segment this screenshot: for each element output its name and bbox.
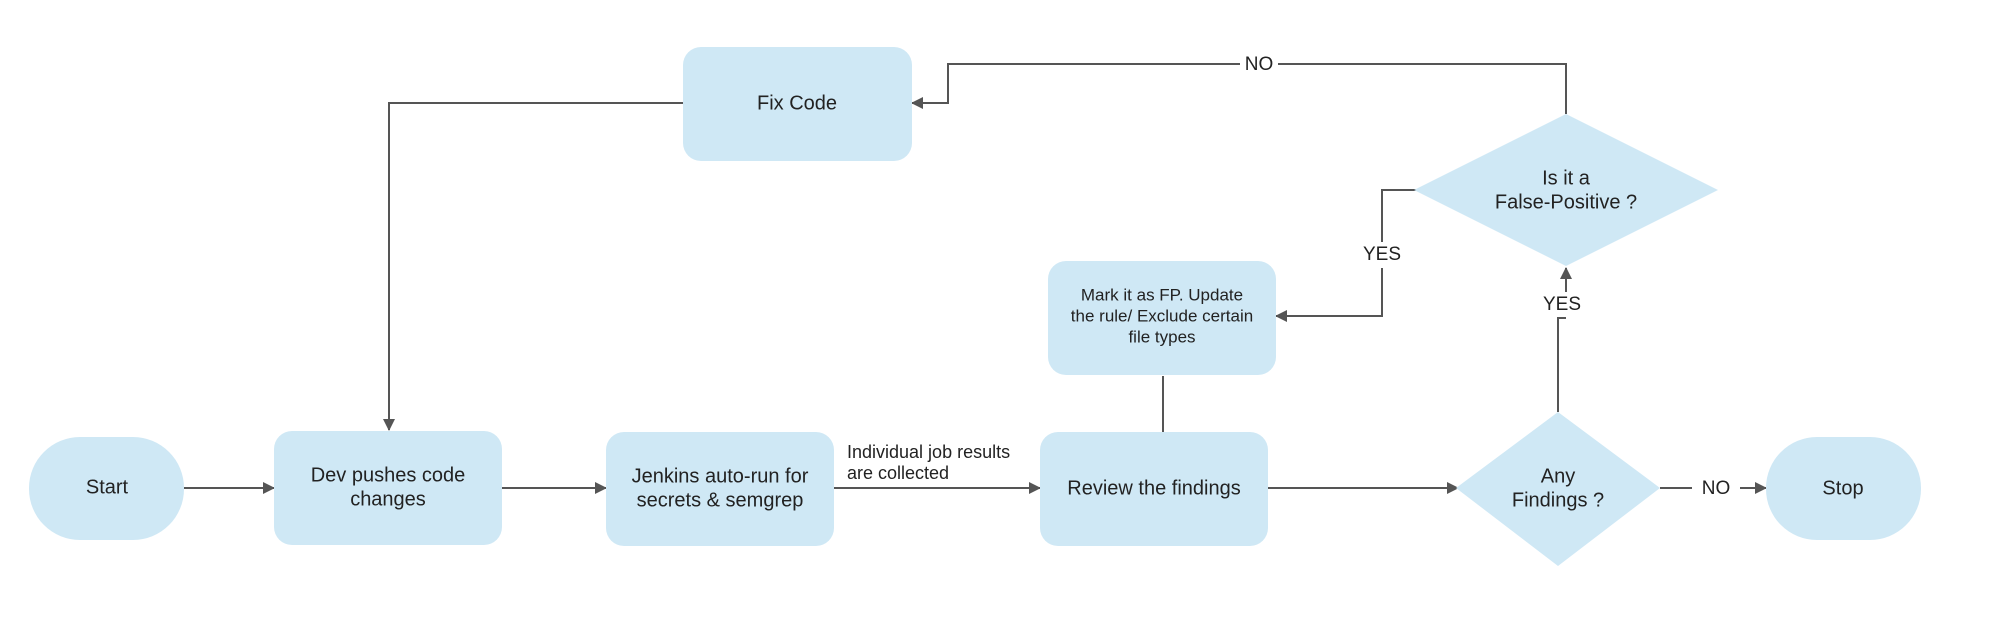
edge-fix-to-dev <box>383 102 683 431</box>
mark-fp-node <box>1048 261 1276 375</box>
fix-code-node <box>683 47 912 161</box>
false-positive-label-2: False-Positive ? <box>1495 191 1637 213</box>
mark-fp-label-2: the rule/ Exclude certain <box>1071 306 1253 325</box>
any-findings-label: Any <box>1541 465 1575 487</box>
fix-code-label: Fix Code <box>757 92 837 114</box>
edge-label-findings-yes: YES <box>1543 294 1581 315</box>
edge-fp-yes-to-mark-2 <box>1275 268 1383 322</box>
dev-push-label: Dev pushes code <box>311 464 466 486</box>
edge-fp-no-to-fix <box>1278 63 1567 114</box>
edge-label-jenkins-review: Individual job results <box>847 442 1010 462</box>
mark-fp-label-3: file types <box>1128 327 1195 346</box>
dev-push-node <box>274 431 502 545</box>
edge-label-fp-yes: YES <box>1363 244 1401 265</box>
review-label: Review the findings <box>1067 477 1240 499</box>
stop-node <box>1766 437 1921 540</box>
jenkins-label: Jenkins auto-run for <box>632 465 809 487</box>
start-label: Start <box>86 476 129 498</box>
false-positive-label: Is it a <box>1542 167 1591 189</box>
stop-label: Stop <box>1822 477 1863 499</box>
edge-fp-yes-to-mark <box>1381 189 1416 242</box>
edge-label-fp-no: NO <box>1245 54 1274 75</box>
start-node <box>29 437 184 540</box>
any-findings-label-2: Findings ? <box>1512 489 1604 511</box>
edge-findings-yes-to-fp <box>1557 317 1566 412</box>
any-findings-decision <box>1456 412 1660 566</box>
false-positive-decision <box>1414 114 1718 266</box>
jenkins-label-2: secrets & semgrep <box>637 489 804 511</box>
edge-label-jenkins-review-2: are collected <box>847 463 949 483</box>
review-node <box>1040 432 1268 546</box>
edge-fp-no-to-fix-2 <box>911 63 1240 109</box>
dev-push-label-2: changes <box>350 488 426 510</box>
mark-fp-label: Mark it as FP. Update <box>1081 285 1243 304</box>
edge-label-findings-no: NO <box>1702 478 1731 499</box>
jenkins-node <box>606 432 834 546</box>
